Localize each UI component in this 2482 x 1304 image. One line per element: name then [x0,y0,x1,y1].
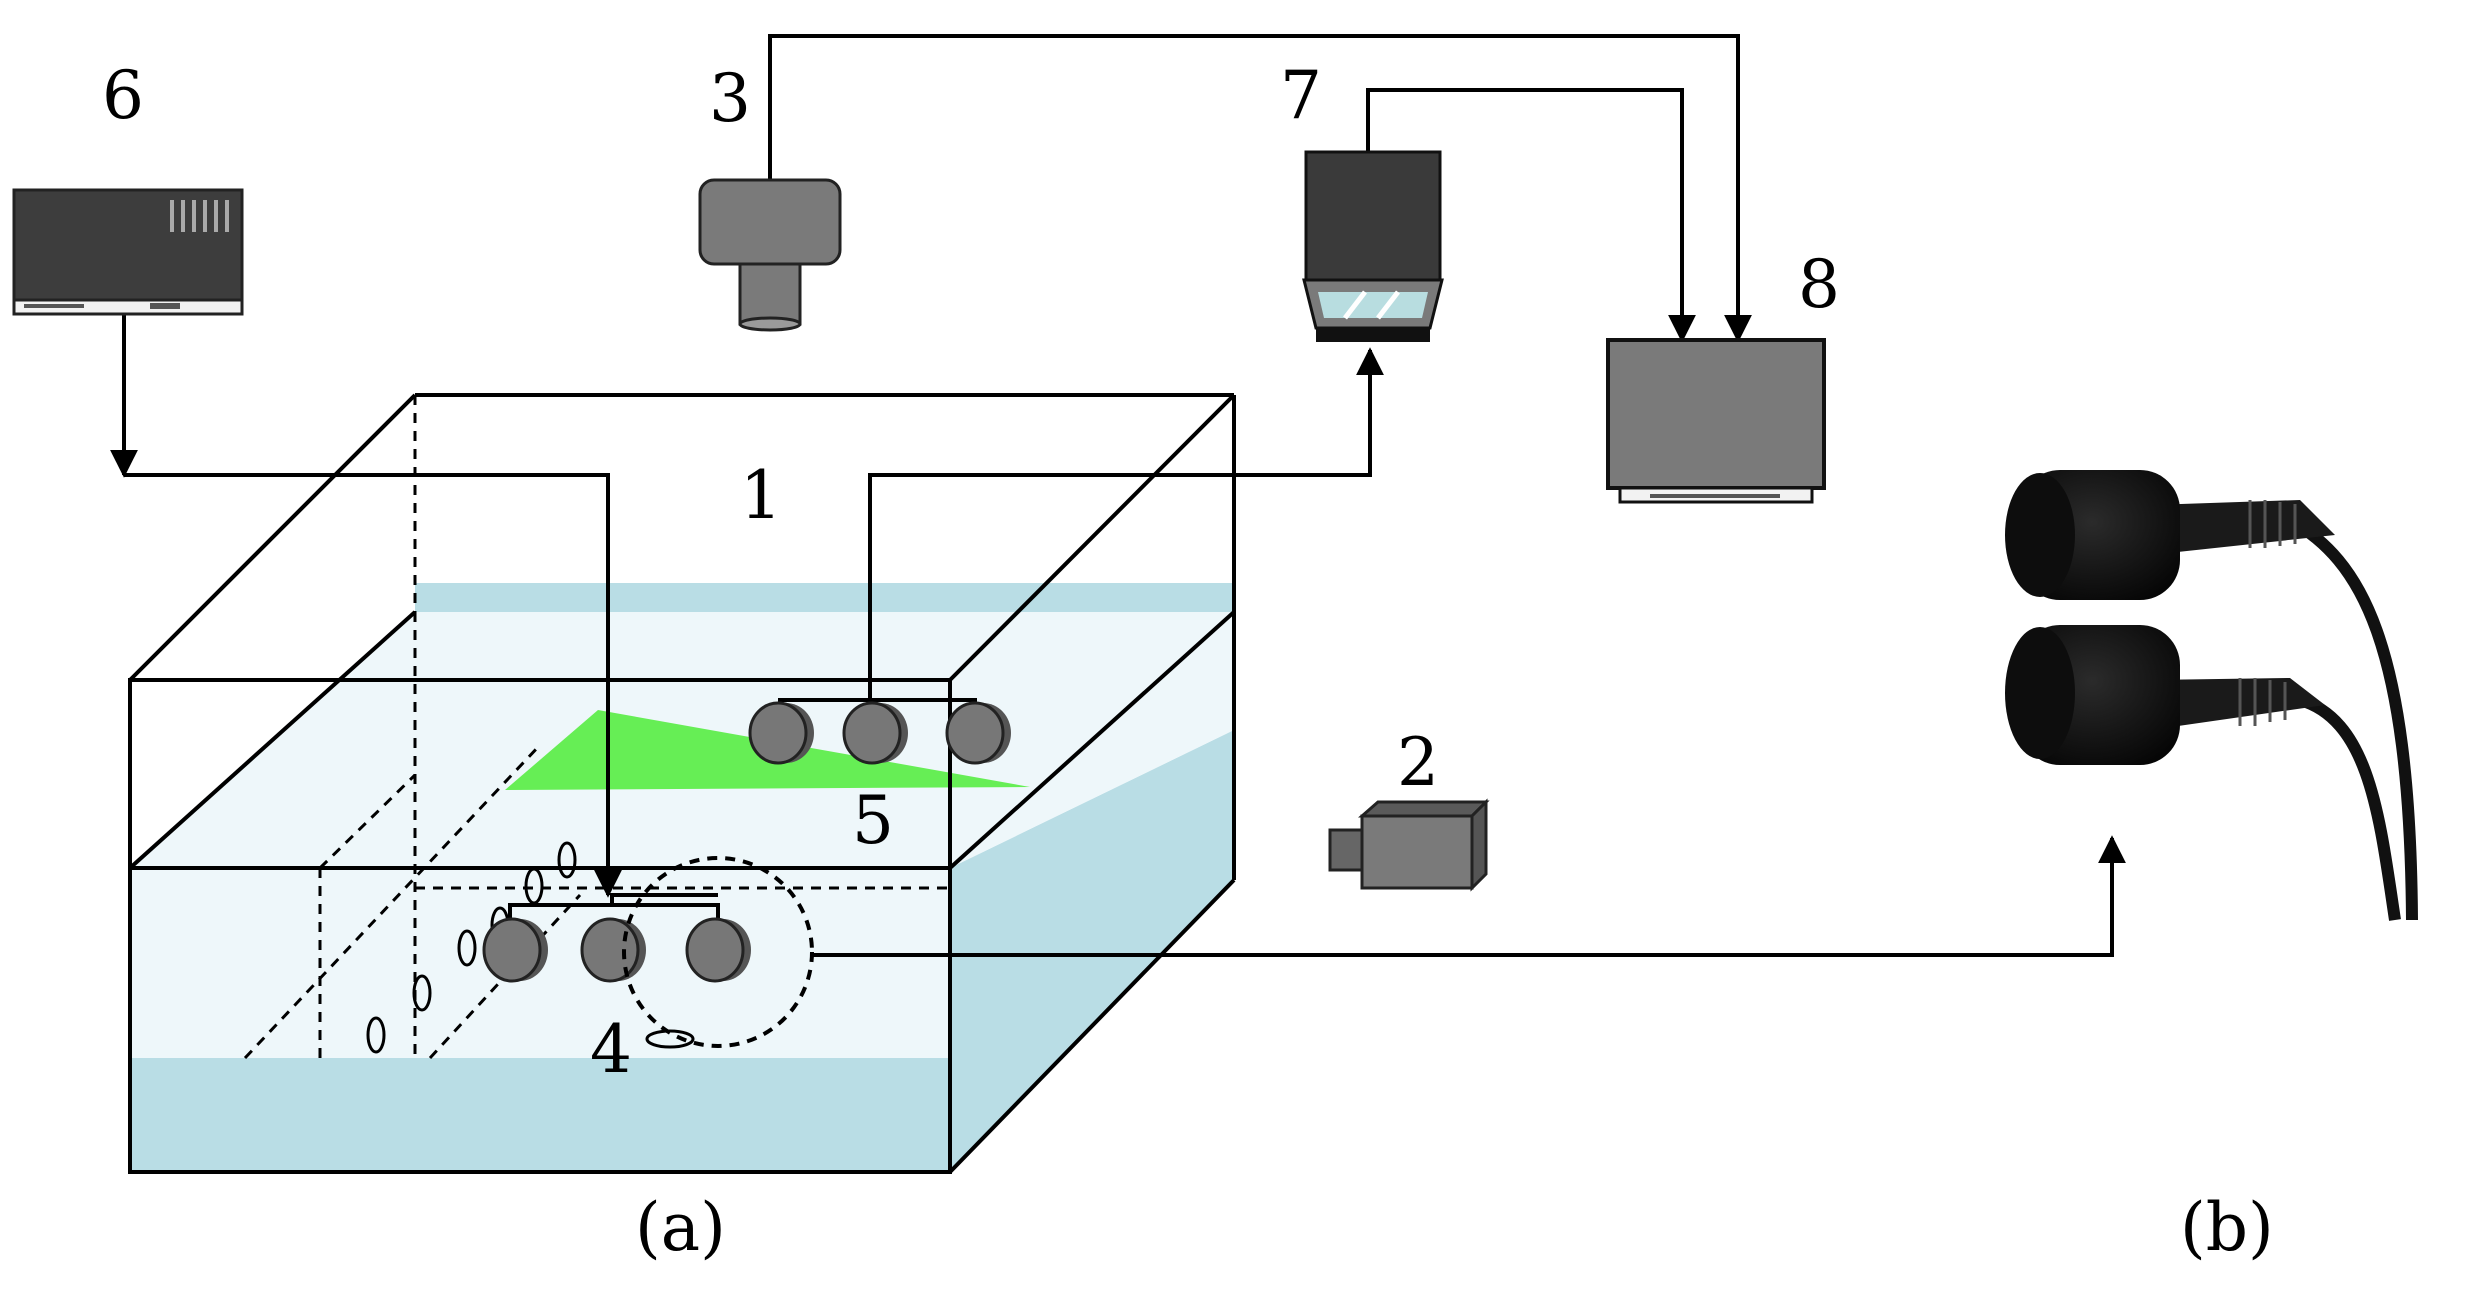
water-right-side [950,730,1234,1172]
recorder-device [1302,150,1444,342]
water-line-right [948,610,1236,870]
label-fish-target: 5 [852,782,894,859]
signal-generator-device [12,188,244,316]
line-camera-to-monitor [768,34,1752,343]
label-camera-side: 2 [1397,724,1439,801]
caption-a: (a) [635,1189,726,1266]
camera-side-device [1328,798,1490,892]
label-monitor: 8 [1798,246,1840,323]
hydrophone-array-lower [482,856,814,1048]
water-surface-back [415,583,1234,612]
line-tank-to-recorder [868,347,1384,612]
hydrophone-photo [2005,470,2418,921]
label-hydrophones: 4 [590,1011,632,1088]
signal-lines [110,34,2126,957]
camera-top-device [698,178,842,332]
water-line-left [128,610,417,870]
label-signal-generator: 6 [102,57,144,134]
tank-top-left-edge [128,393,417,682]
tank-front-face [128,678,952,1174]
water-front-band [130,1058,950,1172]
label-tank: 1 [740,457,782,534]
tank-bottom-right-edge [948,878,1236,1174]
line-recorder-to-monitor [1366,88,1696,343]
label-camera-top: 3 [709,60,751,137]
monitor-device [1606,338,1826,504]
line-zoom-to-photo [812,835,2126,957]
tank-top-right-edge [948,393,1236,682]
hydrophone-array-upper [748,612,1011,765]
label-recorder: 7 [1280,57,1322,134]
water-tank [128,393,1236,1174]
caption-b: (b) [2180,1189,2274,1266]
highlight-circle [622,856,814,1048]
